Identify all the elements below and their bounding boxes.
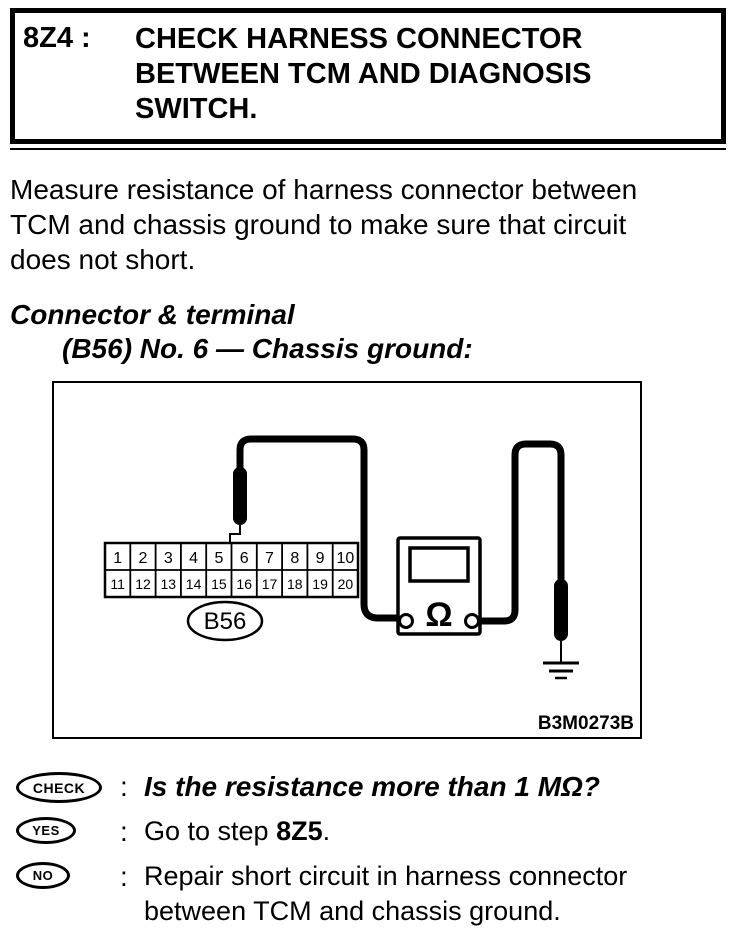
- pin-label: 5: [214, 550, 223, 567]
- check-colon: :: [120, 771, 128, 802]
- connector-terminal-heading: Connector & terminal: [10, 299, 295, 330]
- pin-label: 12: [135, 576, 151, 592]
- ohmmeter-display: [408, 546, 470, 583]
- pin-label: 1: [113, 550, 122, 567]
- no-action-line-1: Repair short circuit in harness connecto…: [144, 861, 628, 891]
- check-badge-col: CHECK: [16, 769, 120, 803]
- pin-label: 11: [110, 576, 125, 592]
- pin-label: 9: [316, 550, 325, 567]
- instruction-line-2: TCM and chassis ground to make sure that…: [10, 209, 627, 240]
- pin-label: 19: [312, 576, 328, 592]
- step-title-line-3: SWITCH.: [135, 93, 258, 125]
- yes-action-prefix: Go to step: [144, 816, 277, 846]
- pin-label: 16: [236, 576, 252, 592]
- pin-label: 4: [189, 550, 198, 567]
- no-action-line-2: between TCM and chassis ground.: [144, 896, 561, 926]
- wiring-diagram: 1 2 3 4 5 6 7 8 9 10 11 12 13 14 15 16 1…: [103, 435, 634, 734]
- pin-label: 14: [186, 576, 202, 592]
- instruction-paragraph: Measure resistance of harness connector …: [10, 172, 726, 277]
- connector-name-label: B56: [204, 608, 247, 635]
- yes-action-suffix: .: [322, 816, 331, 846]
- step-title: CHECK HARNESS CONNECTOR BETWEEN TCM AND …: [135, 22, 591, 127]
- yes-row: YES : Go to step 8Z5.: [0, 814, 736, 849]
- connector-terminal-detail: (B56) No. 6 — Chassis ground:: [62, 333, 473, 364]
- ohmmeter: Ω: [396, 536, 482, 636]
- instruction-line-1: Measure resistance of harness connector …: [10, 174, 638, 205]
- no-badge-col: NO: [16, 859, 120, 889]
- no-colon: :: [120, 861, 128, 892]
- pin-label: 2: [139, 550, 148, 567]
- connector-name-oval: [186, 600, 264, 642]
- step-title-line-1: CHECK HARNESS CONNECTOR: [135, 23, 583, 55]
- pin-label: 17: [262, 576, 278, 592]
- test-lead-right-wire: [478, 440, 565, 625]
- step-header-box: 8Z4 : CHECK HARNESS CONNECTOR BETWEEN TC…: [10, 8, 726, 144]
- decision-section: CHECK : Is the resistance more than 1 MΩ…: [0, 769, 736, 929]
- pin-label: 13: [161, 576, 177, 592]
- connector-cell-dividers: [129, 543, 334, 597]
- yes-badge-col: YES: [16, 814, 120, 844]
- wiring-diagram-figure: 1 2 3 4 5 6 7 8 9 10 11 12 13 14 15 16 1…: [52, 381, 642, 739]
- yes-action-step-ref: 8Z5: [276, 816, 323, 846]
- yes-colon: :: [120, 816, 128, 847]
- pin-label: 6: [240, 550, 249, 567]
- pin-label: 3: [164, 550, 173, 567]
- ohmmeter-terminal-left: [398, 613, 414, 629]
- ohmmeter-terminal-right: [464, 613, 480, 629]
- probe-tip-left: [229, 525, 241, 543]
- step-title-line-2: BETWEEN TCM AND DIAGNOSIS: [135, 58, 592, 90]
- instruction-line-3: does not short.: [10, 244, 196, 275]
- figure-code: B3M0273B: [538, 713, 634, 734]
- ohm-symbol: Ω: [425, 596, 452, 634]
- check-row: CHECK : Is the resistance more than 1 MΩ…: [0, 769, 736, 804]
- connector-pin-grid: 1 2 3 4 5 6 7 8 9 10 11 12 13 14 15 16 1…: [103, 541, 360, 599]
- no-action: Repair short circuit in harness connecto…: [144, 859, 627, 929]
- check-question: Is the resistance more than 1 MΩ?: [144, 771, 600, 802]
- connector-name-callout: B56: [186, 600, 264, 642]
- pin-label: 20: [338, 576, 354, 592]
- pin-label: 18: [287, 576, 303, 592]
- no-row: NO : Repair short circuit in harness con…: [0, 859, 736, 929]
- no-badge: NO: [16, 862, 70, 889]
- test-probe-right: [554, 579, 568, 641]
- test-lead-left-wire: [236, 435, 400, 622]
- pin-label: 10: [337, 550, 355, 567]
- test-probe-left: [233, 467, 247, 525]
- title-box-underline: [10, 148, 726, 150]
- pin-label: 8: [290, 550, 299, 567]
- pin-label: 15: [211, 576, 227, 592]
- manual-page: 8Z4 : CHECK HARNESS CONNECTOR BETWEEN TC…: [0, 8, 736, 928]
- pin-label: 7: [265, 550, 274, 567]
- step-id: 8Z4 :: [23, 22, 91, 54]
- check-badge: CHECK: [16, 772, 102, 803]
- yes-badge: YES: [16, 817, 76, 844]
- yes-action: Go to step 8Z5.: [144, 814, 330, 849]
- ground-symbol: [543, 661, 579, 680]
